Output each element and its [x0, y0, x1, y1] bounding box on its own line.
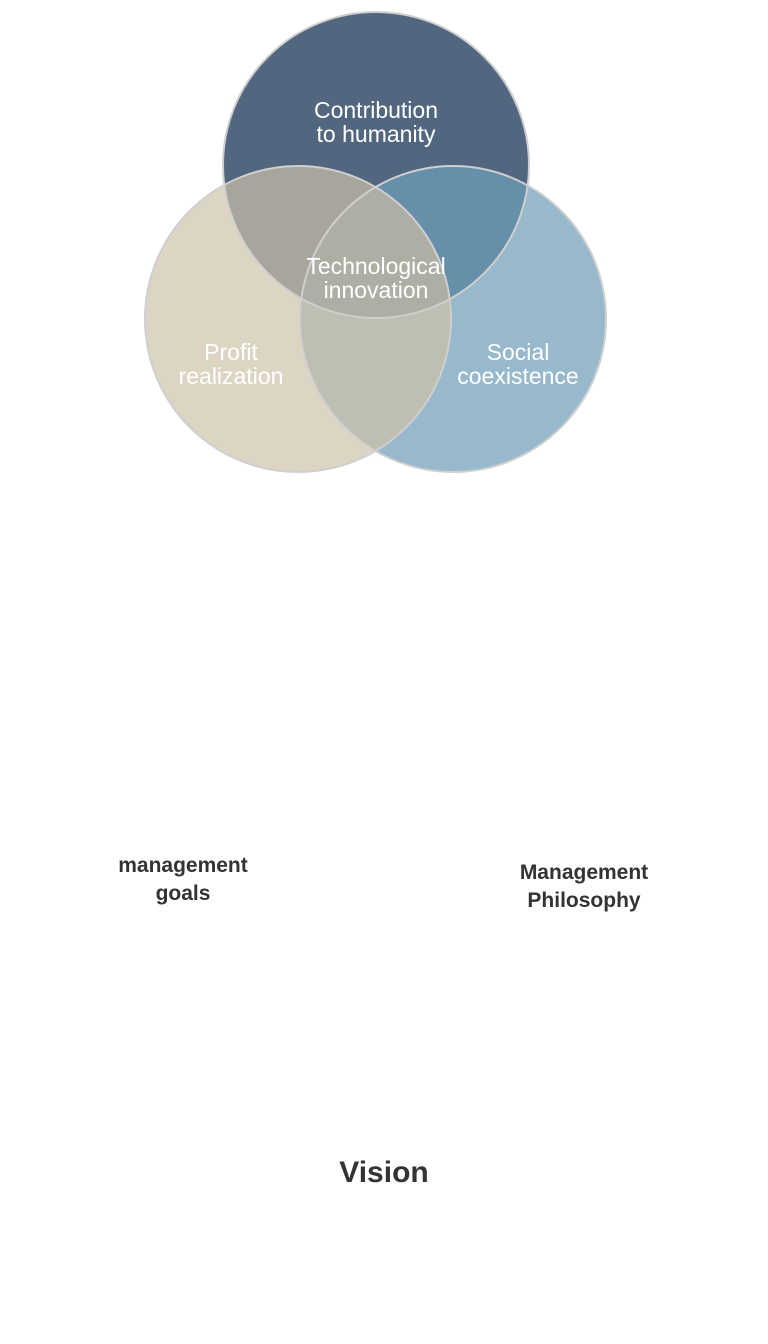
label-profit: Profit: [204, 339, 258, 365]
management-philosophy-label: Management Philosophy: [484, 859, 684, 915]
label-realization: realization: [179, 363, 284, 389]
venn-diagram: Contribution to humanity Technological i…: [144, 11, 607, 473]
vision-label: Vision: [339, 1156, 429, 1189]
label-coexistence: coexistence: [457, 363, 578, 389]
management-goals-label: management goals: [93, 852, 273, 908]
management-goals-line1: management: [118, 854, 248, 877]
management-goals-line2: goals: [155, 882, 211, 905]
label-technological: Technological: [306, 253, 445, 279]
management-philosophy-line1: Management: [519, 861, 649, 884]
label-social: Social: [487, 339, 550, 365]
label-contribution: Contribution: [314, 97, 438, 123]
label-contribution-2: to humanity: [317, 121, 436, 147]
label-innovation: innovation: [324, 277, 429, 303]
management-philosophy-line2: Philosophy: [527, 889, 641, 912]
